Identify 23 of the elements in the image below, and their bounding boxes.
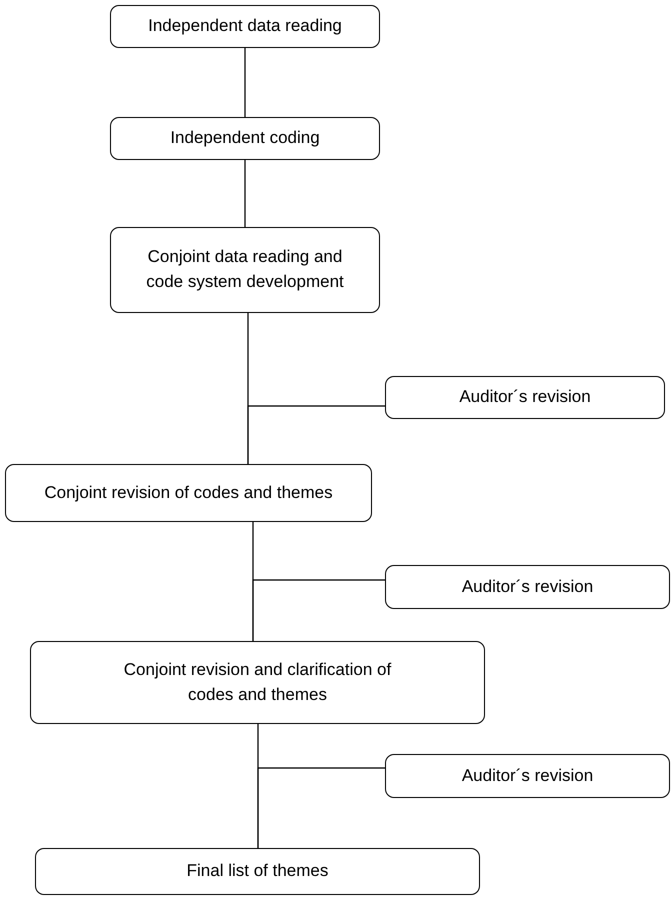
box-text: Independent coding xyxy=(170,127,320,150)
box-text: Conjoint revision and clarification of codes and themes xyxy=(122,658,392,706)
connector-line xyxy=(247,405,385,464)
connector-line xyxy=(244,48,246,117)
box-text: Auditor´s revision xyxy=(462,764,594,787)
connector-line xyxy=(244,160,246,227)
connector-line xyxy=(257,767,385,848)
box-text: Auditor´s revision xyxy=(459,386,591,408)
box-text: Independent data reading xyxy=(148,15,342,38)
box-text: Final list of themes xyxy=(186,860,328,882)
box-text: Conjoint data reading and code system development xyxy=(145,246,345,293)
process-box xyxy=(385,565,670,609)
process-box xyxy=(110,117,380,160)
box-text: Conjoint revision of codes and themes xyxy=(44,482,333,504)
process-box xyxy=(110,227,380,313)
box-text: Auditor´s revision xyxy=(462,576,594,598)
process-box xyxy=(30,641,485,724)
process-box xyxy=(5,464,372,522)
connector-line xyxy=(252,579,385,641)
process-box xyxy=(385,754,670,798)
process-box xyxy=(385,376,665,419)
process-box xyxy=(35,848,480,895)
process-box xyxy=(110,5,380,48)
